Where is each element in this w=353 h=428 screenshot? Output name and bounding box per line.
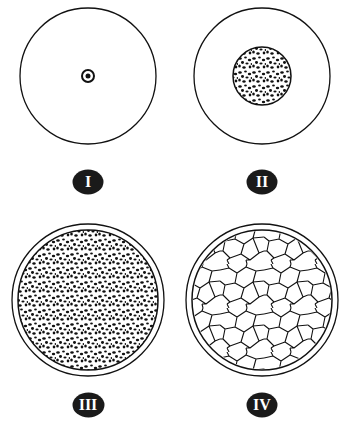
single-colony	[82, 70, 94, 82]
stage-numeral: III	[79, 397, 98, 413]
plate-outline	[20, 8, 156, 144]
badge-fill	[247, 170, 278, 195]
cell-network	[190, 228, 334, 372]
growing-colony	[233, 47, 291, 105]
plate-outer-rim	[12, 224, 164, 376]
badge-fill	[72, 393, 104, 418]
confluent-growth	[18, 230, 158, 370]
badge-fill	[247, 393, 278, 418]
stage-numeral: II	[256, 174, 268, 190]
plate-outer-rim	[186, 224, 338, 376]
stage-numeral: I	[85, 174, 91, 190]
stage-numeral: IV	[253, 397, 271, 413]
badge-fill	[73, 170, 104, 195]
stage-badge: I	[72, 169, 104, 195]
stage-badge: III	[72, 392, 105, 418]
colony-center	[86, 74, 91, 79]
stage-badge: II	[246, 169, 278, 195]
plate-inner-rim	[192, 230, 332, 370]
plate-outline	[194, 8, 330, 144]
stage-badge: IV	[246, 392, 278, 418]
